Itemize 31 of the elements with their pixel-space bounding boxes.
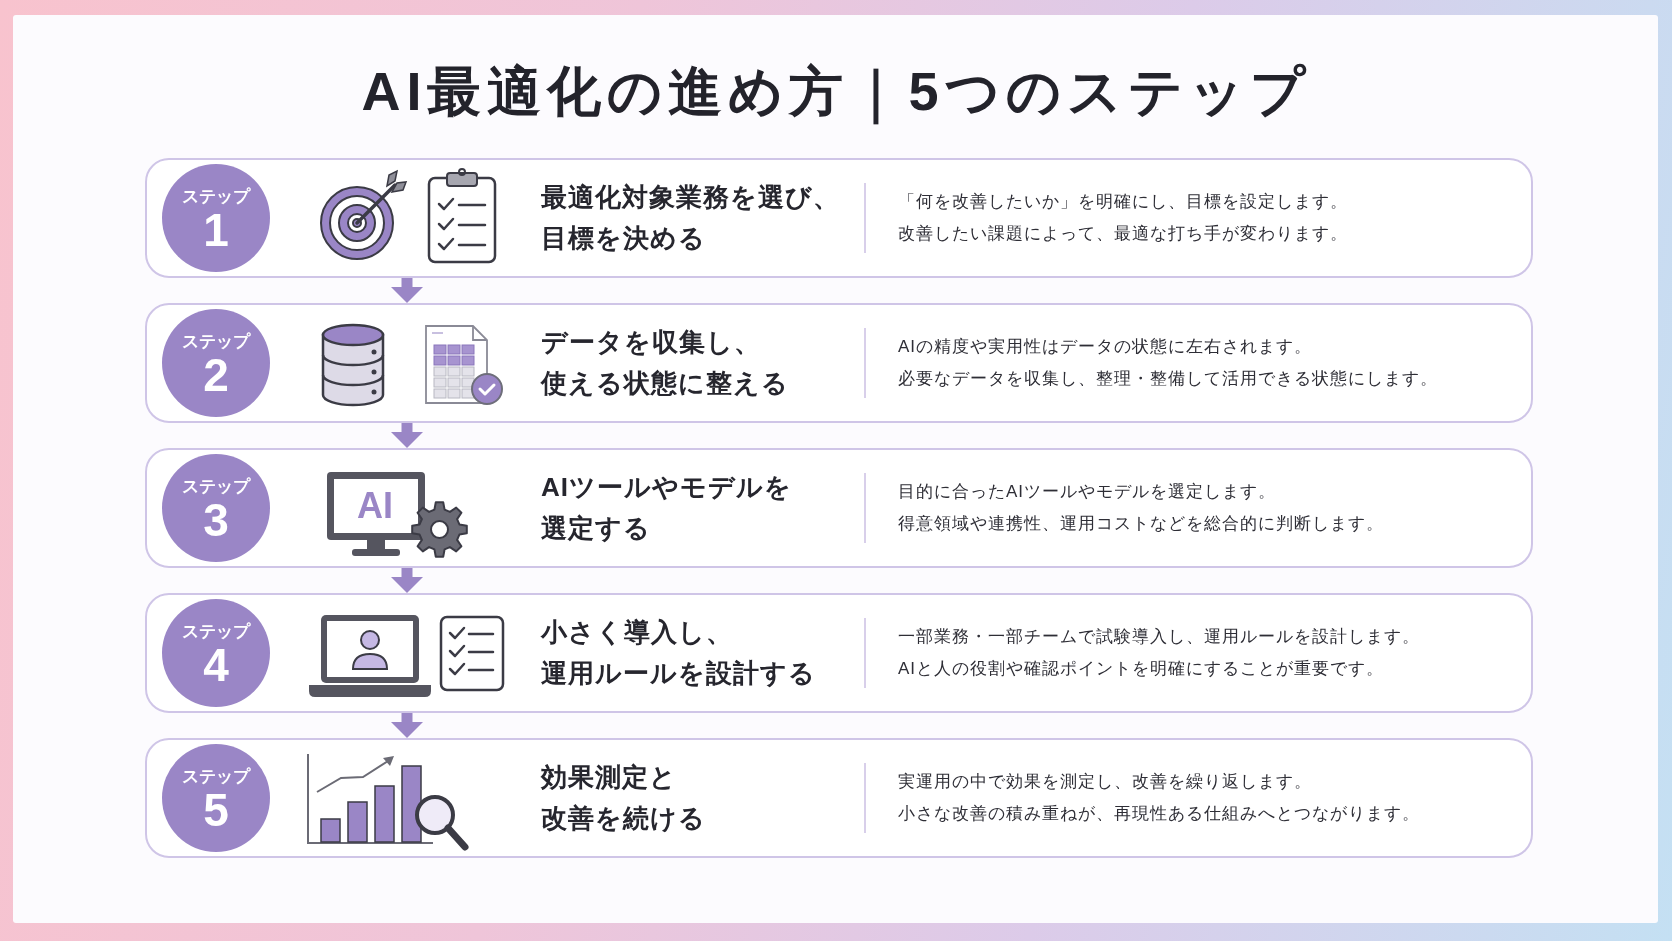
arrow — [391, 568, 423, 593]
step-label: ステップ — [182, 622, 250, 642]
step-number: 3 — [203, 497, 229, 543]
step-description: AIの精度や実用性はデータの状態に左右されます。必要なデータを収集し、整理・整備して活用できる状態にします。 — [898, 336, 1439, 390]
step-description: 目的に合ったAIツールやモデルを選定します。得意領域や連携性、運用コストなどを総合的に判断します。 — [898, 481, 1385, 535]
step-title: 最適化対象業務を選び、目標を決める — [541, 181, 841, 255]
step-label: ステップ — [182, 477, 250, 497]
step-title: 小さく導入し、運用ルールを設計する — [541, 616, 817, 690]
step-card — [145, 158, 1533, 278]
step-title: データを収集し、使える状態に整える — [541, 326, 790, 400]
step-card — [145, 738, 1533, 858]
arrow — [391, 423, 423, 448]
step-title: 効果測定と改善を続ける — [541, 761, 707, 835]
step-description: 「何を改善したいか」を明確にし、目標を設定します。改善したい課題によって、最適な打ち手が変わります。 — [898, 191, 1349, 245]
step-card — [145, 593, 1533, 713]
step-description: 一部業務・一部チームで試験導入し、運用ルールを設計します。AIと人の役割や確認ポイントを明確にすることが重要です。 — [898, 626, 1421, 680]
title: AI最適化の進め方｜5つのステップ — [361, 56, 1311, 126]
arrow — [391, 713, 423, 738]
step-number: 2 — [203, 352, 229, 398]
step-card — [145, 303, 1533, 423]
screen-text: AI — [357, 488, 393, 524]
arrow — [391, 278, 423, 303]
step-title: AIツールやモデルを選定する — [541, 471, 793, 545]
step-number: 1 — [203, 207, 229, 253]
step-label: ステップ — [182, 767, 250, 787]
step-description: 実運用の中で効果を測定し、改善を繰り返します。小さな改善の積み重ねが、再現性ある仕組みへとつながります。 — [898, 771, 1421, 825]
step-label: ステップ — [182, 332, 250, 352]
step-number: 4 — [203, 642, 229, 688]
step-label: ステップ — [182, 187, 250, 207]
step-number: 5 — [203, 787, 229, 833]
step-card — [145, 448, 1533, 568]
